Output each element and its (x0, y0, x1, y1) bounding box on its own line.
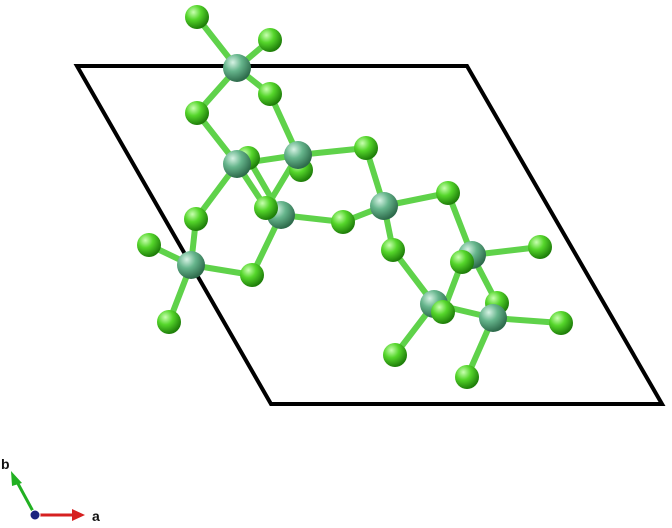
a-axis-label: a (92, 508, 100, 524)
atom-small[interactable] (254, 196, 278, 220)
atom-small[interactable] (528, 235, 552, 259)
b-axis-label: b (1, 456, 10, 472)
a-axis-arrowhead (72, 509, 85, 521)
atom-large[interactable] (284, 141, 312, 169)
atom-small[interactable] (258, 82, 282, 106)
atom-large[interactable] (223, 150, 251, 178)
unit-cell-outline (73, 64, 666, 406)
atom-small[interactable] (450, 250, 474, 274)
atom-small[interactable] (240, 263, 264, 287)
atom-small[interactable] (157, 310, 181, 334)
atom-small[interactable] (185, 101, 209, 125)
atom-large[interactable] (223, 54, 251, 82)
atom-small[interactable] (137, 233, 161, 257)
c-axis-dot (29, 509, 41, 521)
b-axis-arrow (14, 479, 37, 516)
atom-small[interactable] (258, 28, 282, 52)
atom-small[interactable] (549, 311, 573, 335)
atom-small[interactable] (184, 207, 208, 231)
atom-large[interactable] (370, 192, 398, 220)
atom-layer (137, 5, 573, 389)
atom-small[interactable] (383, 343, 407, 367)
atom-small[interactable] (185, 5, 209, 29)
atom-large[interactable] (479, 304, 507, 332)
axes-indicator: b a (1, 456, 100, 524)
atom-small[interactable] (455, 365, 479, 389)
atom-small[interactable] (431, 300, 455, 324)
atom-large[interactable] (177, 251, 205, 279)
atom-small[interactable] (331, 210, 355, 234)
atom-small[interactable] (381, 238, 405, 262)
atom-small[interactable] (436, 181, 460, 205)
b-axis-arrowhead (11, 471, 22, 486)
atom-small[interactable] (354, 136, 378, 160)
